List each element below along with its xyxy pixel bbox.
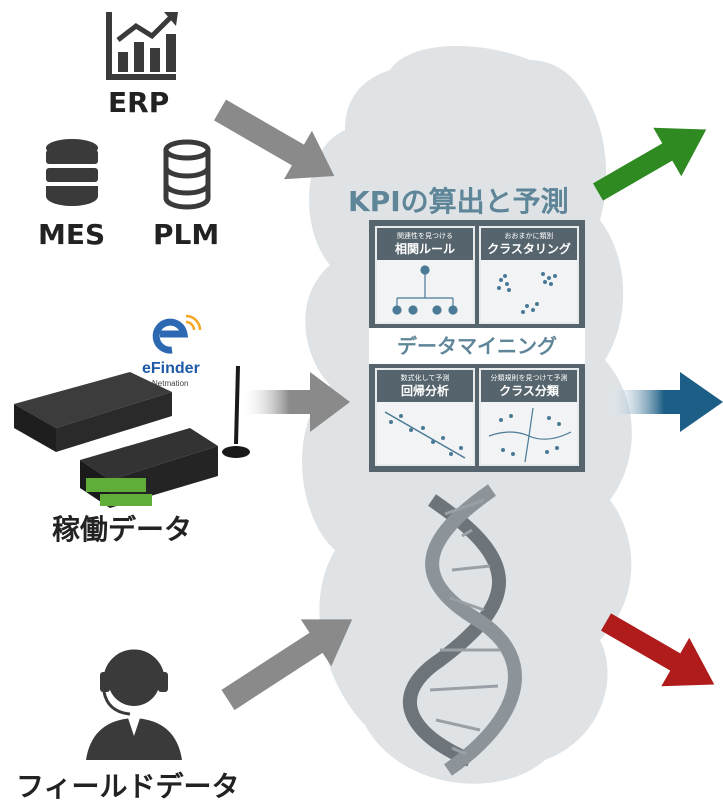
tree-icon	[392, 265, 458, 315]
efinder-logo-icon	[152, 314, 202, 354]
tile-subtitle: 数式化して予測	[400, 374, 450, 382]
field-data-label: フィールドデータ	[16, 770, 240, 803]
operation-data-label: 稼働データ	[52, 513, 193, 546]
efinder-maker: Netmation	[152, 379, 189, 388]
tile-subtitle: おおまかに類別	[504, 232, 554, 240]
data-mining-panel: 関連性を見つける 相関ルール おおまかに類別 クラスタリング	[369, 220, 585, 472]
input-arrow-erp	[214, 99, 335, 180]
tile-title: クラス分類	[499, 384, 559, 398]
database-outline-icon	[163, 139, 211, 210]
erp-label: ERP	[108, 86, 170, 119]
input-arrow-device	[240, 372, 350, 432]
output-arrow-blue	[605, 372, 723, 432]
tile-association-rules: 関連性を見つける 相関ルール	[375, 226, 475, 324]
tile-clustering: おおまかに類別 クラスタリング	[479, 226, 579, 324]
tile-title: 回帰分析	[400, 384, 449, 398]
dna-icon	[402, 484, 522, 776]
tile-classification: 分類規則を見つけて予測 クラス分類	[479, 368, 579, 466]
antenna-icon	[222, 365, 250, 458]
tile-subtitle: 分類規則を見つけて予測	[490, 374, 568, 382]
efinder-brand: eFinder	[142, 360, 200, 377]
data-mining-label: データマイニング	[369, 328, 585, 364]
iot-device-icon	[14, 372, 218, 508]
classification-icon	[488, 407, 572, 463]
tile-subtitle: 関連性を見つける	[397, 232, 453, 240]
tile-title: クラスタリング	[487, 242, 571, 256]
input-arrow-field	[221, 619, 353, 711]
mes-label: MES	[38, 218, 106, 251]
cluster-icon	[497, 272, 557, 314]
tile-title: 相関ルール	[394, 242, 455, 256]
output-arrow-red	[601, 613, 715, 687]
output-arrow-green	[593, 127, 707, 201]
tile-regression: 数式化して予測 回帰分析	[375, 368, 475, 466]
operator-headset-icon	[86, 649, 182, 760]
regression-icon	[384, 411, 466, 459]
database-icon	[46, 139, 98, 206]
kpi-title: KPIの算出と予測	[348, 185, 569, 218]
plm-label: PLM	[153, 218, 220, 251]
chart-icon	[106, 12, 178, 80]
